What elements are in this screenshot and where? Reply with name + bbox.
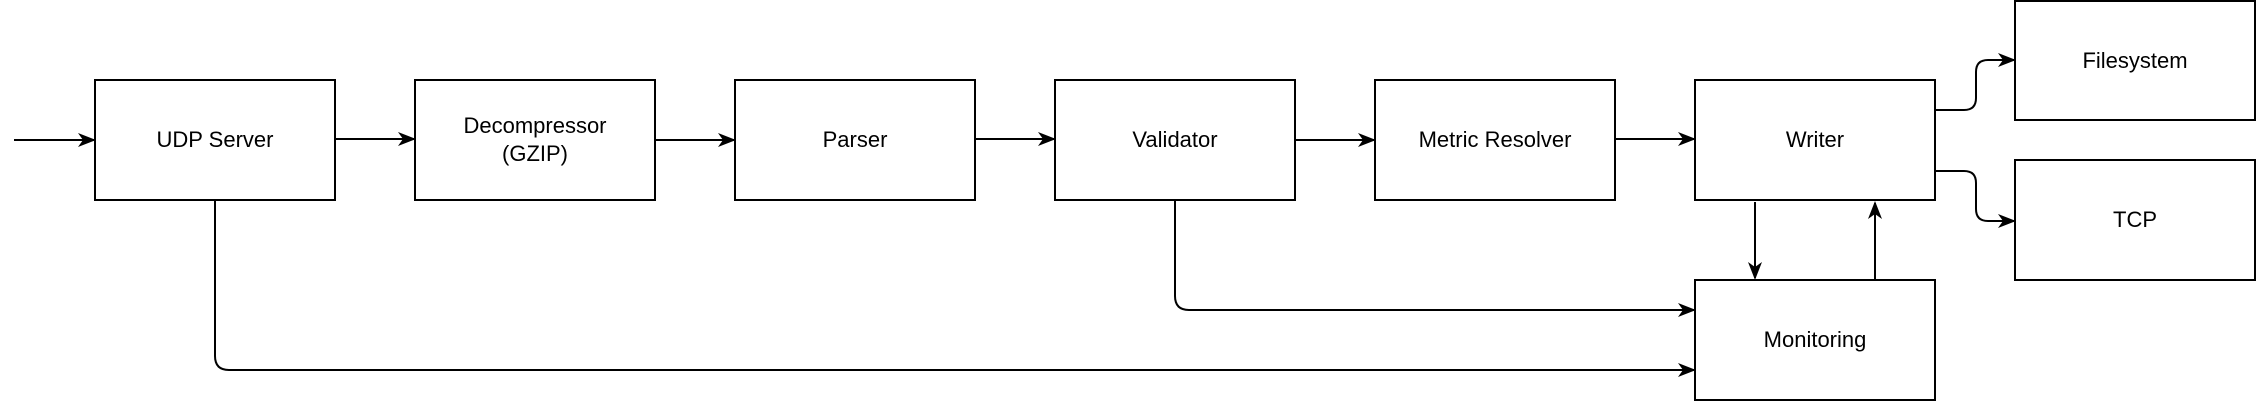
node-tcp: TCP (2014, 159, 2256, 281)
tcp-label: TCP (2113, 207, 2157, 232)
writer-label: Writer (1786, 127, 1844, 152)
node-decompressor: Decompressor (GZIP) (414, 79, 656, 201)
filesystem-box (2014, 0, 2256, 121)
edge-udp-server-to-monitoring (214, 200, 1696, 377)
decompressor-label-line1: Decompressor (463, 113, 606, 138)
parser-label: Parser (823, 127, 888, 152)
edge-writer-to-tcp (1935, 170, 2016, 228)
node-parser: Parser (734, 79, 976, 201)
node-monitoring: Monitoring (1694, 279, 1936, 401)
tcp-box (2014, 159, 2256, 281)
decompressor-label-line2: (GZIP) (502, 141, 568, 166)
node-validator: Validator (1054, 79, 1296, 201)
validator-box (1054, 79, 1296, 201)
edge-writer-to-filesystem (1935, 53, 2016, 111)
validator-label: Validator (1132, 127, 1217, 152)
udp-server-label: UDP Server (157, 127, 274, 152)
filesystem-label: Filesystem (2082, 48, 2187, 73)
monitoring-box (1694, 279, 1936, 401)
parser-box (734, 79, 976, 201)
decompressor-box (414, 79, 656, 201)
writer-box (1694, 79, 1936, 201)
node-metric-resolver: Metric Resolver (1374, 79, 1616, 201)
node-filesystem: Filesystem (2014, 0, 2256, 121)
metric-resolver-box (1374, 79, 1616, 201)
metric-resolver-label: Metric Resolver (1419, 127, 1572, 152)
edges (14, 53, 2016, 377)
node-writer: Writer (1694, 79, 1936, 201)
node-udp-server: UDP Server (94, 79, 336, 201)
monitoring-label: Monitoring (1764, 327, 1867, 352)
edge-validator-to-monitoring (1174, 200, 1696, 317)
udp-server-box (94, 79, 336, 201)
